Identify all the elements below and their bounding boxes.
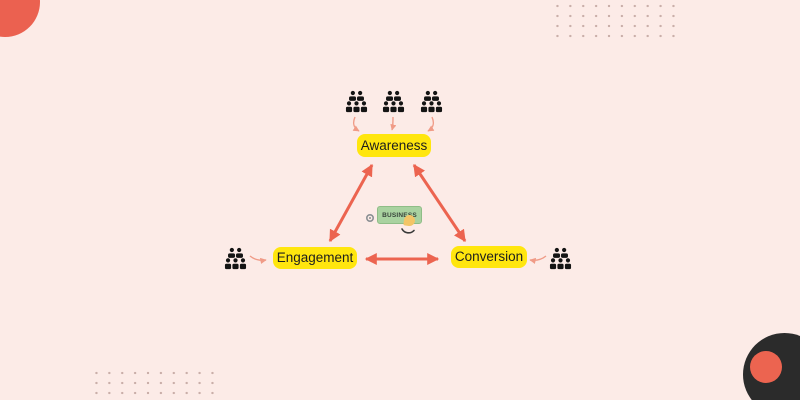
connector-arrow-crowd1-awareness bbox=[352, 116, 360, 132]
decor-circle-top-left bbox=[0, 0, 40, 37]
business-sign: BUSINESS bbox=[364, 199, 426, 239]
crowd-icon bbox=[224, 247, 247, 270]
connector-arrow-crowd-conversion bbox=[529, 255, 547, 264]
node-engagement: Engagement bbox=[273, 247, 357, 269]
decor-dot-grid-bottom-left bbox=[90, 368, 217, 400]
crowd-icon bbox=[549, 247, 572, 270]
decor-dot-grid-top-right bbox=[551, 1, 680, 39]
click-swoosh-icon bbox=[401, 228, 415, 234]
connector-arrow-crowd-engagement bbox=[249, 255, 267, 264]
node-awareness-label: Awareness bbox=[360, 137, 428, 153]
business-sign-decor bbox=[365, 214, 415, 234]
crowd-icon bbox=[420, 90, 443, 113]
connector-arrow-crowd3-awareness bbox=[427, 116, 435, 132]
crowd-icon bbox=[345, 90, 368, 113]
crowd-icon bbox=[382, 90, 405, 113]
node-engagement-label: Engagement bbox=[276, 250, 354, 266]
node-conversion-label: Conversion bbox=[454, 249, 524, 265]
node-awareness: Awareness bbox=[357, 134, 431, 157]
business-sign-board: BUSINESS bbox=[377, 206, 422, 224]
connector-arrow-crowd2-awareness bbox=[390, 116, 397, 131]
decor-circle-bottom-right bbox=[750, 351, 782, 383]
node-conversion: Conversion bbox=[451, 246, 527, 268]
business-sign-label: BUSINESS bbox=[382, 211, 417, 219]
gear-icon bbox=[365, 214, 375, 223]
gear-icon bbox=[369, 217, 371, 219]
